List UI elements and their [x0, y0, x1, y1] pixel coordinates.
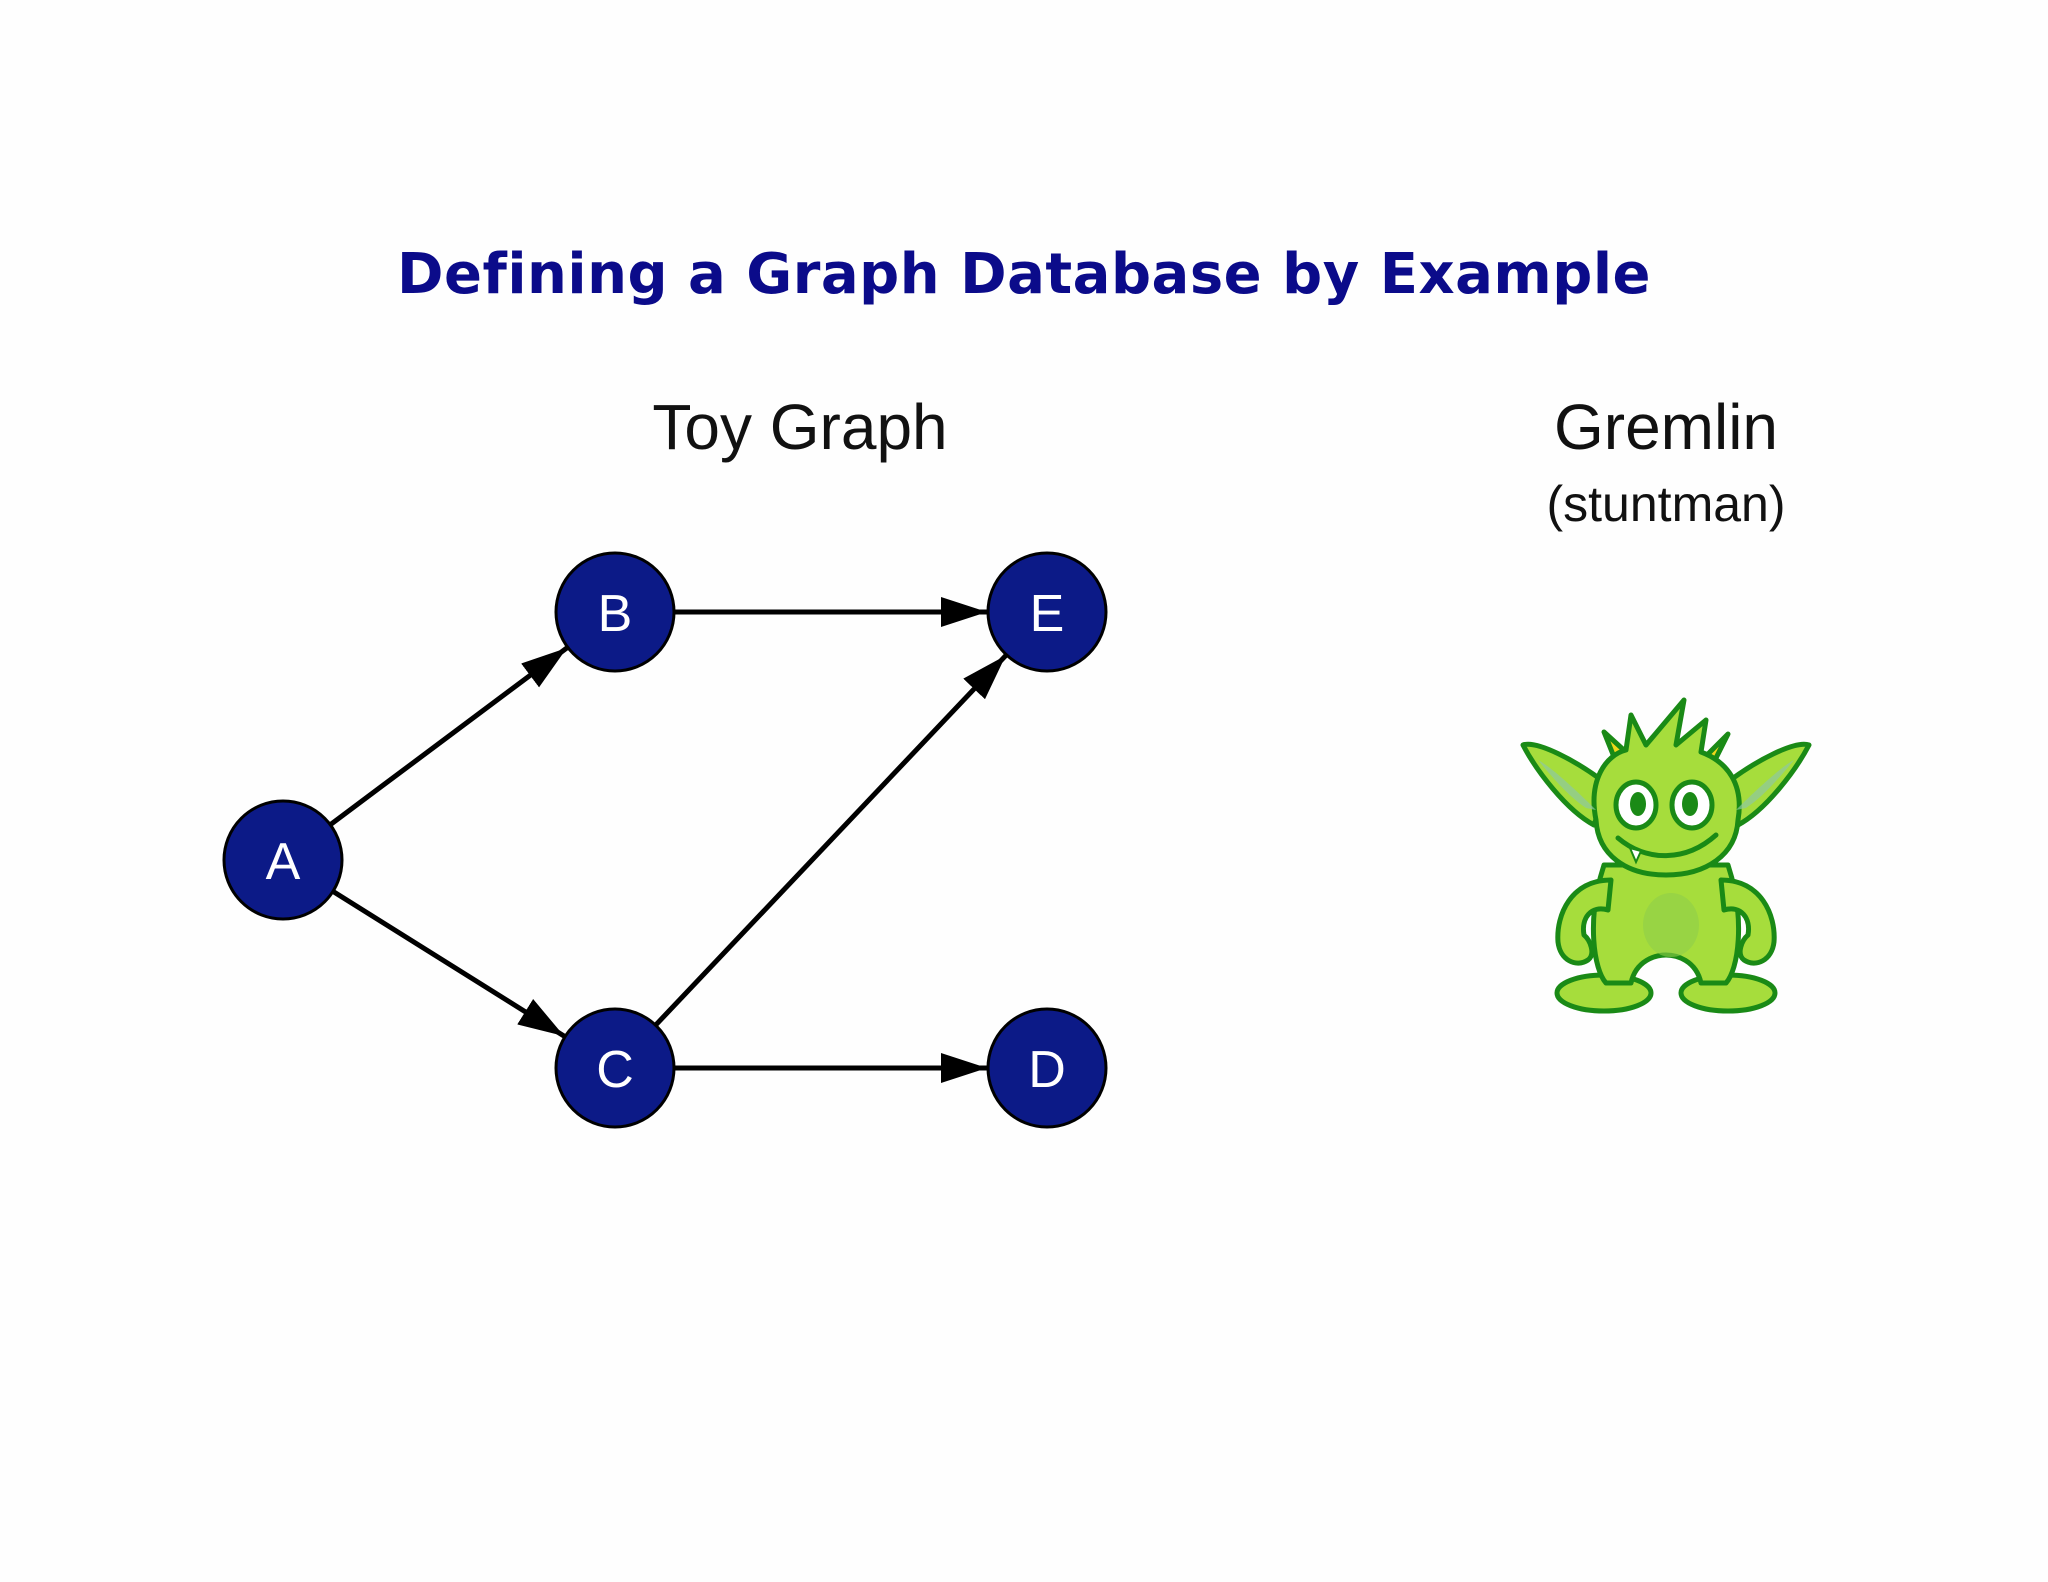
gremlin-mascot-icon	[1520, 697, 1812, 1014]
node-circle	[986, 1007, 1108, 1129]
slide-title: Defining a Graph Database by Example	[396, 242, 1652, 307]
node-label: C	[596, 1041, 634, 1099]
node-circle	[554, 1007, 676, 1129]
node-label: A	[266, 833, 301, 891]
node-a: A	[222, 799, 344, 921]
node-circle	[986, 551, 1108, 673]
gremlin-subheading: (stuntman)	[1546, 476, 1786, 532]
node-circle	[222, 799, 344, 921]
edge-c-e	[653, 653, 1008, 1027]
edge-a-c	[331, 889, 566, 1039]
node-c: C	[554, 1007, 676, 1129]
node-circle	[554, 551, 676, 673]
node-label: D	[1028, 1041, 1066, 1099]
node-d: D	[986, 1007, 1108, 1129]
node-label: B	[598, 585, 633, 643]
edge-a-b	[328, 645, 569, 827]
node-b: B	[554, 551, 676, 673]
toy-graph-heading: Toy Graph	[652, 391, 948, 463]
node-e: E	[986, 551, 1108, 673]
node-label: E	[1030, 585, 1065, 643]
gremlin-heading: Gremlin	[1553, 391, 1779, 463]
